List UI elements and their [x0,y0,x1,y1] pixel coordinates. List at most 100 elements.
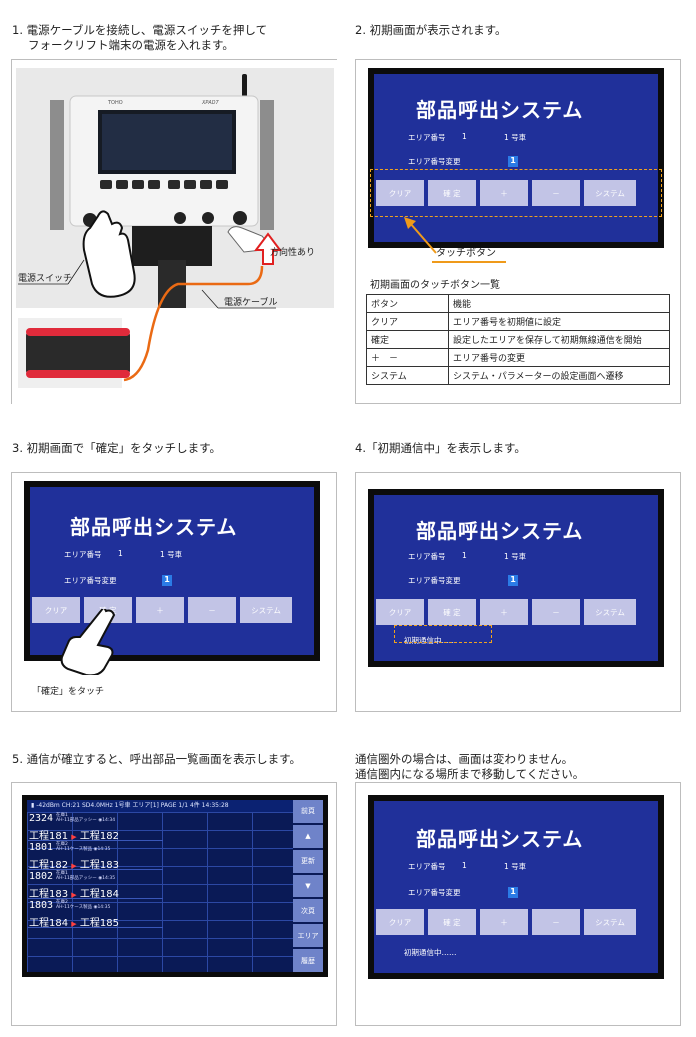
table-cell: システム [366,366,449,385]
process-to: 工程183 [79,860,119,871]
scroll-up-button[interactable]: ▲ [293,824,323,848]
part-name: AH-11部品アッシー ◉14:35 [56,876,116,881]
system-button[interactable]: システム [584,599,636,625]
refresh-button[interactable]: 更新 [293,849,323,873]
clear-button[interactable]: クリア [32,597,80,623]
minus-button[interactable]: － [532,909,580,935]
area-value: 1 [462,551,467,560]
arrow-right-icon: ▶ [71,891,77,899]
screen-title: 部品呼出システム [70,515,238,539]
minus-button[interactable]: － [532,180,580,206]
system-button[interactable]: システム [584,909,636,935]
process-to: 工程185 [79,918,119,929]
car-label: 1 号車 [504,552,527,561]
init-screen: 部品呼出システム エリア番号 1 1 号車 エリア番号変更 1 クリア 確 定 … [368,68,664,248]
call-list-screen: ▮ -42dBm CH:21 SD4.0MHz 1号車 エリア[1] PAGE … [22,795,328,977]
touch-button-highlight [370,169,662,217]
area-change-label: エリア番号変更 [408,576,461,585]
device-photo [12,60,338,405]
step4-frame: 部品呼出システム エリア番号 1 1 号車 エリア番号変更 1 クリア 確 定 … [355,472,681,712]
plus-button[interactable]: ＋ [480,599,528,625]
init-screen-step4: 部品呼出システム エリア番号 1 1 号車 エリア番号変更 1 クリア 確 定 … [368,489,664,667]
step6-caption-line2: 通信圏内になる場所まで移動してください。 [355,767,585,781]
step5-caption: 5. 通信が確立すると、呼出部品一覧画面を表示します。 [12,752,302,766]
process-from: 工程184 [29,918,69,929]
process-from: 工程182 [29,860,69,871]
side-button-column: 前頁 ▲ 更新 ▼ 次頁 エリア 履歴 [293,800,323,972]
table-cell: 設定したエリアを保存して初期無線通信を開始 [448,330,670,349]
table-cell: 確定 [366,330,449,349]
list-grid [27,812,293,972]
step6-caption-line1: 通信圏外の場合は、画面は変わりません。 [355,752,574,766]
device-brand-right: XPAD7 [202,100,219,106]
status-header: ▮ -42dBm CH:21 SD4.0MHz 1号車 エリア[1] PAGE … [27,800,293,812]
plus-button[interactable]: ＋ [480,909,528,935]
area-change-value[interactable]: 1 [508,887,518,898]
system-button[interactable]: システム [240,597,292,623]
plus-button[interactable]: ＋ [136,597,184,623]
power-cable-label: 電源ケーブル [224,298,278,308]
step2-caption: 2. 初期画面が表示されます。 [355,23,507,37]
touch-hand-icon [60,609,116,675]
clear-button[interactable]: クリア [376,909,424,935]
button-table: ボタン 機能 クリア エリア番号を初期値に設定 確定 設定したエリアを保存して初… [366,294,670,385]
init-comm-status: 初期通信中…… [404,948,457,957]
step3-caption: 3. 初期画面で「確定」をタッチします。 [12,441,221,455]
history-button[interactable]: 履歴 [293,949,323,972]
process-to: 工程182 [79,831,119,842]
area-change-value[interactable]: 1 [508,575,518,586]
area-change-value[interactable]: 1 [508,156,518,167]
clear-button[interactable]: クリア [376,180,424,206]
step1-caption-line1: 1. 電源ケーブルを接続し、電源スイッチを押して [12,23,268,37]
minus-button[interactable]: － [532,599,580,625]
table-header-button: ボタン [366,294,449,313]
next-page-button[interactable]: 次頁 [293,899,323,923]
confirm-button[interactable]: 確 定 [428,180,476,206]
direction-label: 方向性あり [270,248,316,258]
step2-frame: 部品呼出システム エリア番号 1 1 号車 エリア番号変更 1 クリア 確 定 … [355,59,681,404]
init-screen-step3: 部品呼出システム エリア番号 1 1 号車 エリア番号変更 1 クリア 確 定 … [24,481,320,661]
area-button[interactable]: エリア [293,924,323,948]
table-cell: エリア番号を初期値に設定 [448,312,670,331]
confirm-button[interactable]: 確 定 [428,909,476,935]
process-route: 工程182 ▶ 工程183 [29,856,119,871]
step5-frame: ▮ -42dBm CH:21 SD4.0MHz 1号車 エリア[1] PAGE … [11,782,337,1026]
area-label: エリア番号 [408,552,446,561]
part-stock: 在庫1 [56,813,68,818]
step6-frame: 部品呼出システム エリア番号 1 1 号車 エリア番号変更 1 クリア 確 定 … [355,782,681,1026]
minus-button[interactable]: － [188,597,236,623]
init-screen-step6: 部品呼出システム エリア番号 1 1 号車 エリア番号変更 1 クリア 確 定 … [368,795,664,979]
plus-button[interactable]: ＋ [480,180,528,206]
part-stock: 在庫1 [56,871,68,876]
table-cell: システム・パラメーターの設定画面へ遷移 [448,366,670,385]
part-name: AH-11ケース製品 ◉14:35 [56,905,111,910]
system-button[interactable]: システム [584,180,636,206]
table-row: クリア エリア番号を初期値に設定 [366,312,670,331]
process-route: 工程184 ▶ 工程185 [29,914,119,929]
power-switch-label: 電源スイッチ [18,274,73,284]
area-label: エリア番号 [408,862,446,871]
screen-title: 部品呼出システム [416,519,584,543]
area-change-label: エリア番号変更 [64,576,117,585]
car-label: 1 号車 [160,550,183,559]
table-row: ＋ － エリア番号の変更 [366,348,670,367]
clear-button[interactable]: クリア [376,599,424,625]
step3-frame: 部品呼出システム エリア番号 1 1 号車 エリア番号変更 1 クリア 確 定 … [11,472,337,712]
area-change-value[interactable]: 1 [162,575,172,586]
process-from: 工程183 [29,889,69,900]
process-to: 工程184 [79,889,119,900]
confirm-button[interactable]: 確 定 [428,599,476,625]
part-stock: 在庫2 [56,900,68,905]
area-value: 1 [118,549,123,558]
table-header-row: ボタン 機能 [366,294,670,313]
prev-page-button[interactable]: 前頁 [293,800,323,823]
scroll-down-button[interactable]: ▼ [293,874,323,898]
part-name: AH-11ケース製品 ◉14:35 [56,847,111,852]
